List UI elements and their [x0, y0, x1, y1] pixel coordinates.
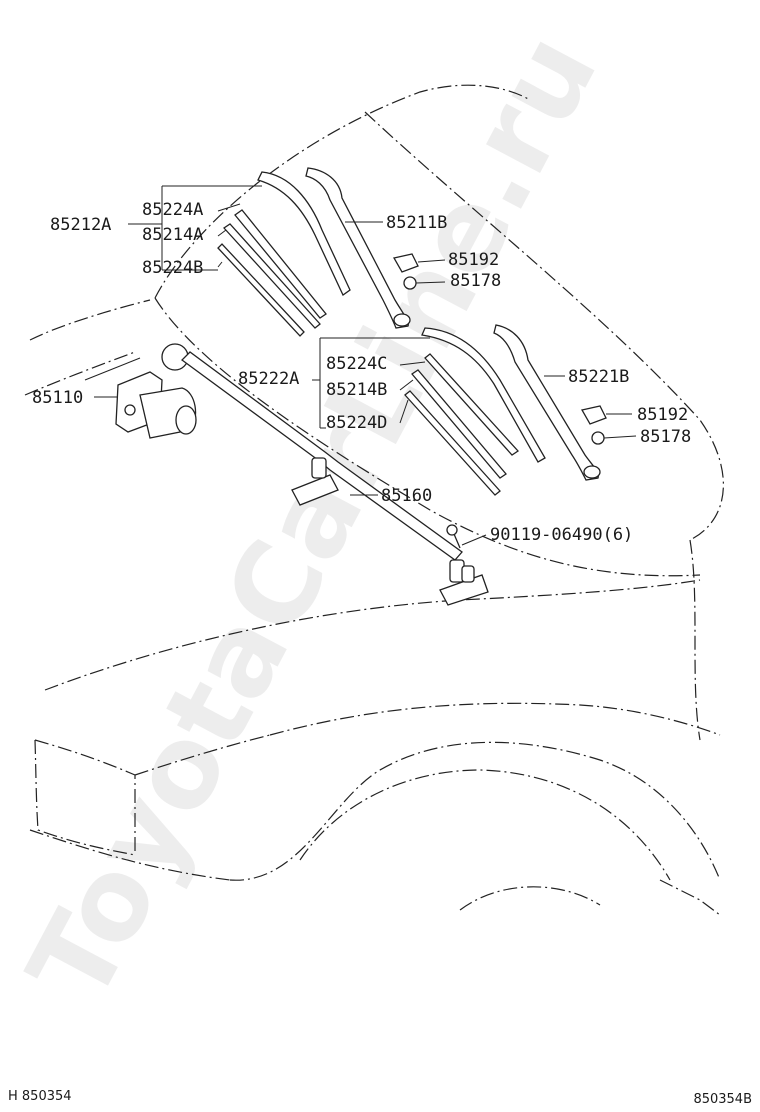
label-85224C: 85224C — [326, 354, 387, 374]
pivot-cap-85192-top — [392, 253, 419, 273]
label-85192-bottom: 85192 — [637, 405, 688, 425]
footer-left-ref: H 850354 — [8, 1089, 72, 1104]
label-85224B: 85224B — [142, 258, 203, 278]
wiper-motor-85110 — [115, 371, 197, 439]
label-85192-top: 85192 — [448, 250, 499, 270]
label-85221B: 85221B — [568, 367, 629, 387]
label-85222A: 85222A — [238, 369, 299, 389]
label-85211B: 85211B — [386, 213, 447, 233]
label-85212A: 85212A — [50, 215, 111, 235]
bolt-90119 — [446, 524, 461, 549]
label-90119-06490: 90119-06490(6) — [490, 525, 633, 545]
hood-outline — [154, 84, 724, 741]
fender-outline — [29, 579, 721, 916]
wiper-arm-85221B — [493, 324, 601, 481]
wiper-arm-85211B — [305, 167, 411, 329]
part-labels: 85212A 85224A 85214A 85224B 85211B 85192… — [32, 200, 691, 545]
label-85224A: 85224A — [142, 200, 203, 220]
headlight-outline — [34, 702, 721, 856]
label-85160: 85160 — [381, 486, 432, 506]
wiper-link-85160 — [161, 343, 489, 606]
pivot-cap-85192-bottom — [580, 405, 607, 425]
cowl-outline — [24, 299, 151, 396]
footer-right-ref: 850354B — [693, 1092, 752, 1107]
wiper-blade-85222A — [404, 327, 546, 496]
nut-85178-bottom — [591, 431, 605, 445]
label-85178-top: 85178 — [450, 271, 501, 291]
label-85214A: 85214A — [142, 225, 203, 245]
leader-lines — [84, 185, 637, 546]
wiper-blade-85212A — [217, 171, 351, 337]
label-85224D: 85224D — [326, 413, 387, 433]
label-85110: 85110 — [32, 388, 83, 408]
nut-85178-top — [403, 276, 417, 290]
watermark: ToyotaCarLine.ru — [4, 14, 623, 1023]
label-85214B: 85214B — [326, 380, 387, 400]
label-85178-bottom: 85178 — [640, 427, 691, 447]
